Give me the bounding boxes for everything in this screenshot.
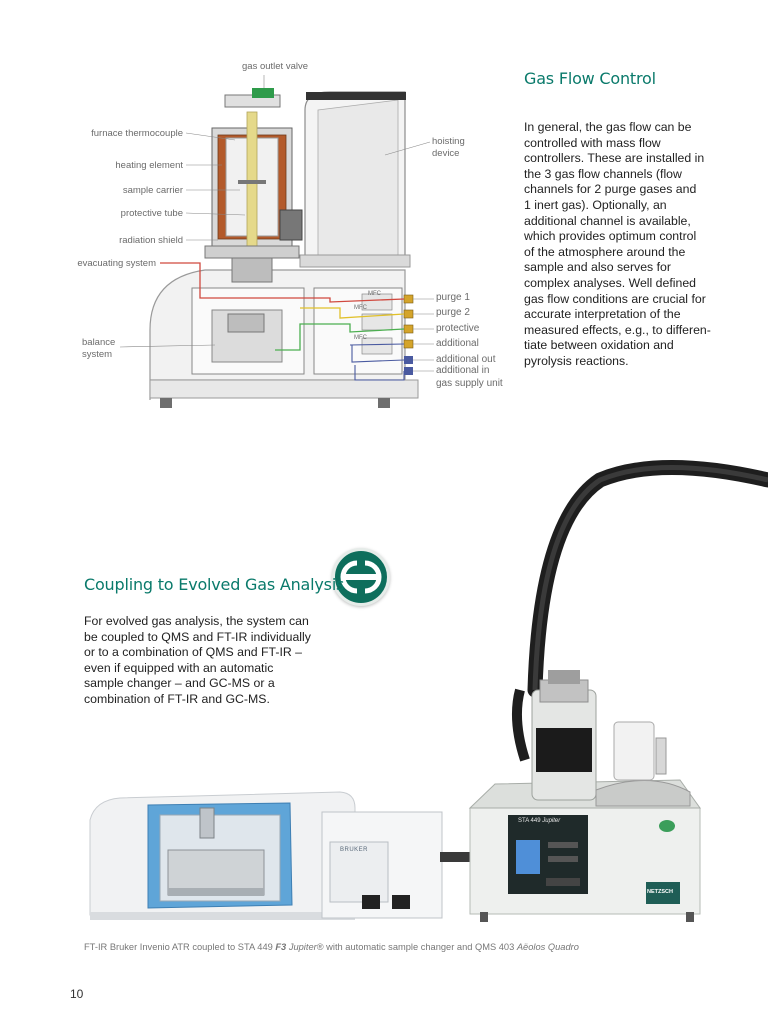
brand-badge: NETZSCH [647,889,673,895]
gas-flow-line: channels for 2 purge gases and [524,182,697,197]
sta-model: Jupiter [542,818,561,824]
label-hoisting: hoisting [432,136,465,147]
caption-part-3: Jupiter [286,942,317,952]
label-gas-supply-unit: gas supply unit [436,378,503,389]
label-mfc-3: MFC [354,335,367,341]
ftir-brand-label: BRUKER [340,847,369,853]
label-balance: balance [82,337,116,348]
label-evacuating-system: evacuating system [77,258,156,269]
label-radiation-shield: radiation shield [119,235,183,246]
gas-flow-line: of the atmosphere around the [524,244,686,259]
coupling-line: For evolved gas analysis, the system can [84,614,309,628]
label-purge-1: purge 1 [436,292,470,303]
coupling-heading: Coupling to Evolved Gas Analysis [84,575,345,594]
label-purge-2: purge 2 [436,307,470,318]
coupling-line: combination of FT-IR and GC-MS. [84,691,270,706]
gas-flow-line: accurate interpretation of the [524,307,681,322]
gas-flow-line: pyrolysis reactions. [524,353,629,368]
label-furnace-thermocouple: furnace thermocouple [91,128,183,139]
label-sample-carrier: sample carrier [122,185,183,196]
label-heating-element: heating element [115,160,183,171]
gas-flow-heading: Gas Flow Control [524,69,656,88]
gas-flow-line: measured effects, e.g., to differen- [524,322,711,337]
label-mfc-1: MFC [368,291,381,297]
label-additional: additional [436,338,479,349]
sta-model-label: STA 449 Jupiter [518,818,560,824]
caption-part-2: F3 [275,942,287,952]
gas-flow-line: the 3 gas flow channels (flow [524,166,682,181]
gas-flow-line: which provides optimum control [524,229,697,244]
photo-caption: FT-IR Bruker Invenio ATR coupled to STA … [84,942,579,952]
coupling-paragraph: For evolved gas analysis, the system can… [84,614,334,708]
gas-flow-paragraph: In general, the gas flow can be controll… [524,120,754,370]
gas-flow-line: gas flow conditions are crucial for [524,291,706,306]
gas-flow-line: controlled with mass flow [524,135,661,150]
gas-flow-line: In general, the gas flow can be [524,120,692,134]
gas-flow-line: complex analyses. Well defined [524,275,697,290]
caption-part-1: FT-IR Bruker Invenio ATR coupled to STA … [84,942,276,952]
label-additional-in: additional in [436,365,490,376]
caption-part-4: ® with automatic sample changer and QMS … [316,942,517,952]
label-additional-out: additional out [436,354,496,365]
page-number: 10 [70,987,84,1001]
coupling-line: even if equipped with an automatic [84,660,274,675]
label-mfc-2: MFC [354,305,367,311]
sta-label: STA 449 [518,818,541,824]
gas-flow-line: sample and also serves for [524,260,671,275]
label-gas-outlet-valve: gas outlet valve [242,61,309,72]
gas-flow-line: additional channel is available, [524,213,691,228]
coupling-line: or to a combination of QMS and FT-IR – [84,645,303,660]
gas-flow-line: tiate between oxidation and [524,338,674,353]
label-protective-tube: protective tube [120,208,183,219]
gas-flow-line: 1 inert gas). Optionally, an [524,197,667,212]
label-device: device [432,148,460,159]
coupling-line: sample changer – and GC-MS or a [84,676,275,691]
label-protective: protective [436,323,480,334]
sta-cross-section-diagram [119,75,434,408]
product-photo [89,460,768,922]
caption-part-5: Aëolos Quadro [516,942,579,952]
coupling-logo-icon [332,548,390,606]
gas-flow-line: controllers. These are installed in [524,151,705,166]
label-system: system [82,349,113,360]
coupling-line: be coupled to QMS and FT-IR individually [84,629,311,644]
